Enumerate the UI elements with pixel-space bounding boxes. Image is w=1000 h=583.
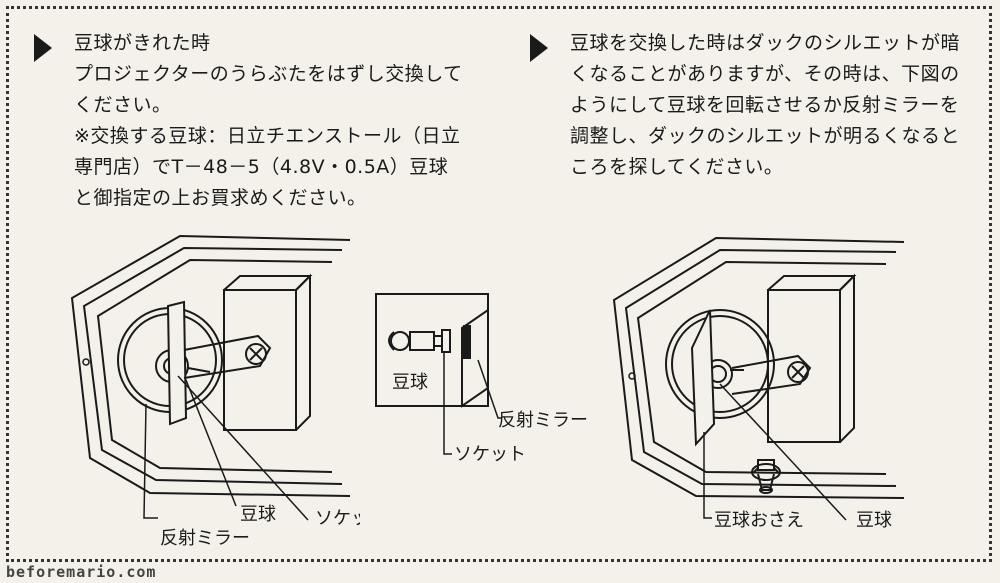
projector-diagram-left: 豆球 ソケット 反射ミラー	[70, 234, 360, 549]
right-column: 豆球を交換した時はダックのシルエットが暗 くなることがありますが、その時は、下図…	[530, 28, 980, 183]
right-line-2: くなることがありますが、その時は、下図の	[570, 63, 960, 85]
left-line-3: ※交換する豆球：日立チエンストール（日立	[74, 125, 461, 147]
right-line-4: 調整し、ダックのシルエットが明るくなると	[570, 125, 961, 147]
left-line-4: 専門店）でT－48－5（4.8V・0.5A）豆球	[74, 156, 449, 178]
label-mirror-main: 反射ミラー	[160, 528, 250, 549]
left-heading: 豆球がきれた時	[74, 32, 211, 54]
dotted-border	[6, 6, 992, 562]
right-line-5: ころを探してください。	[570, 156, 784, 178]
label-mirror-inset: 反射ミラー	[498, 410, 588, 431]
label-socket-main: ソケット	[315, 508, 360, 529]
left-column: 豆球がきれた時 プロジェクターのうらぶたをはずし交換して ください。 ※交換する…	[34, 28, 484, 214]
left-line-5: と御指定の上お買求めください。	[74, 187, 367, 209]
label-bulb-right: 豆球	[856, 510, 892, 531]
triangle-bullet-icon	[34, 34, 52, 62]
left-line-2: ください。	[74, 94, 172, 116]
triangle-bullet-icon	[530, 34, 548, 62]
bulb-inset-diagram: 豆球 反射ミラー ソケット	[375, 293, 588, 465]
right-text: 豆球を交換した時はダックのシルエットが暗 くなることがありますが、その時は、下図…	[570, 28, 980, 183]
left-line-1: プロジェクターのうらぶたをはずし交換して	[74, 63, 463, 85]
label-bulb-main: 豆球	[240, 504, 276, 525]
site-watermark: beforemario.com	[6, 563, 157, 581]
label-holder: 豆球おさえ	[714, 510, 804, 531]
right-line-1: 豆球を交換した時はダックのシルエットが暗	[570, 32, 961, 54]
label-bulb-inset: 豆球	[392, 372, 428, 393]
label-socket-inset: ソケット	[454, 444, 526, 465]
projector-diagram-right: 豆球おさえ 豆球	[612, 236, 905, 531]
left-text: 豆球がきれた時 プロジェクターのうらぶたをはずし交換して ください。 ※交換する…	[74, 28, 484, 214]
right-line-3: ようにして豆球を回転させるか反射ミラーを	[570, 94, 960, 116]
